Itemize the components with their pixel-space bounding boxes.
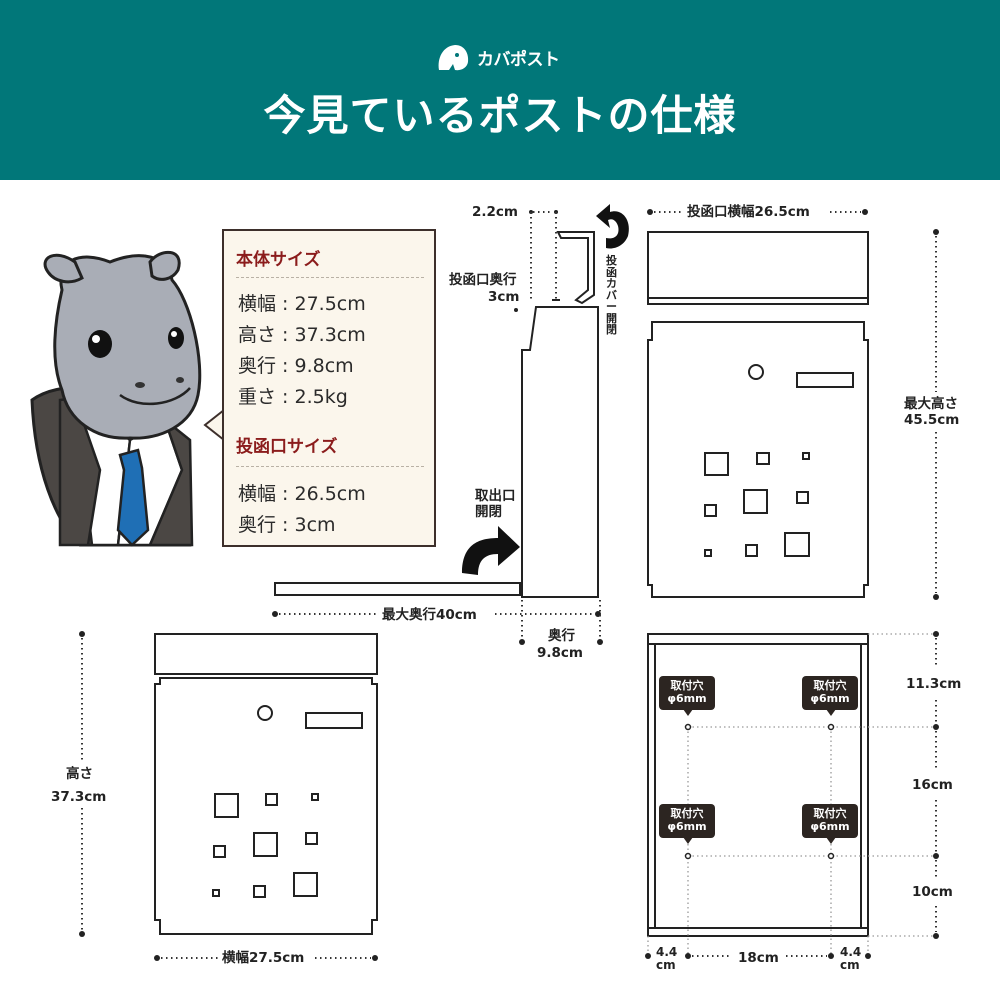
spec-row-depth: 奥行 : 9.8cm — [238, 355, 354, 377]
height-label: 高さ — [66, 766, 93, 782]
back-dimension-markers — [645, 631, 939, 959]
side-body — [521, 306, 599, 598]
page-title: 今見ているポストの仕様 — [263, 91, 737, 140]
depth-label: 奥行 — [548, 628, 575, 644]
body-front-drawing — [154, 633, 378, 935]
opened-outlet-lid — [274, 582, 521, 596]
depth-value: 9.8cm — [537, 645, 583, 661]
spec-card: 本体サイズ 横幅 : 27.5cm 高さ : 37.3cm 奥行 : 9.8cm… — [222, 229, 436, 547]
outlet-open-arrow — [462, 526, 520, 575]
front-lid — [647, 231, 869, 305]
center-width-label: 18cm — [738, 950, 779, 966]
top-gap-label: 11.3cm — [906, 676, 962, 692]
max-depth-label: 最大奥行40cm — [382, 607, 477, 623]
height-value: 37.3cm — [51, 789, 107, 805]
slot-row-width: 横幅 : 26.5cm — [238, 483, 366, 505]
mounting-holes — [684, 723, 835, 860]
card-divider — [236, 466, 424, 467]
spec-row-weight: 重さ : 2.5kg — [238, 386, 348, 408]
header-banner: カバポスト 今見ているポストの仕様 — [0, 0, 1000, 180]
opened-slot-cover — [556, 231, 595, 305]
hippo-logo-icon — [438, 45, 469, 71]
front-dimension-markers — [647, 209, 939, 600]
cover-open-arrow — [596, 204, 629, 249]
slot-row-depth: 奥行 : 3cm — [238, 514, 336, 536]
middle-gap-label: 16cm — [912, 777, 953, 793]
brand-name: カバポスト — [477, 49, 560, 70]
max-height-value: 45.5cm — [904, 412, 960, 428]
hippo-mascot-icon — [30, 250, 202, 547]
slot-size-heading: 投函口サイズ — [236, 437, 338, 457]
brand-logo: カバポスト — [435, 40, 560, 74]
spec-row-width: 横幅 : 27.5cm — [238, 293, 366, 315]
hole-label-boxes — [659, 676, 858, 844]
body-size-heading: 本体サイズ — [236, 250, 321, 270]
front-view-drawing — [647, 231, 869, 598]
lid-thickness-label: 2.2cm — [472, 204, 518, 220]
slot-depth-value: 3cm — [488, 289, 520, 305]
cover-open-label: 投函カバー開閉 — [606, 254, 617, 336]
slot-depth-label: 投函口奥行 — [449, 272, 517, 288]
side-view-drawing — [274, 231, 599, 598]
max-height-label: 最大高さ — [904, 396, 958, 412]
spec-row-height: 高さ : 37.3cm — [238, 324, 366, 346]
card-divider — [236, 277, 424, 278]
body-dimension-markers — [79, 631, 378, 961]
outlet-label-line1: 取出口 — [475, 488, 516, 504]
back-guide-lines — [647, 633, 936, 956]
outlet-label-line2: 開閉 — [475, 504, 502, 520]
bottom-gap-label: 10cm — [912, 884, 953, 900]
slot-width-label: 投函口横幅26.5cm — [687, 204, 810, 220]
width-label: 横幅27.5cm — [222, 950, 305, 966]
